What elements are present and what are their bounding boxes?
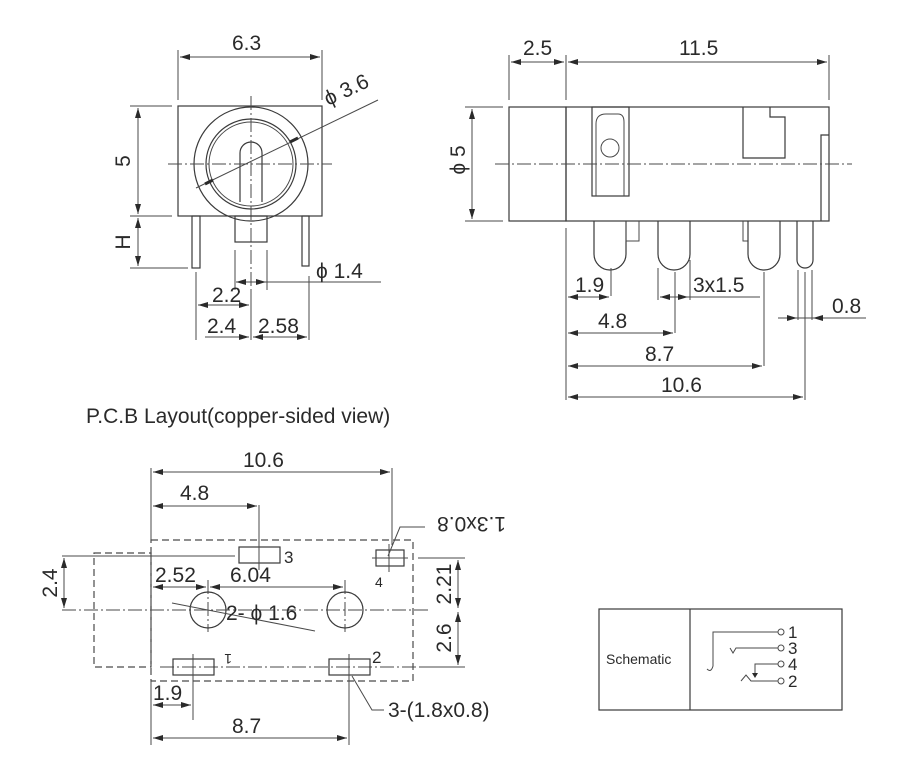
hole-spacing-label: 6.04: [230, 564, 271, 587]
h-dim-label: H: [112, 234, 135, 249]
schematic-box: Schematic 1 3 4 2: [598, 608, 843, 711]
overall-width-label: 10.6: [243, 449, 284, 472]
side-view: 2.5 11.5 ϕ 5 1.9 3x1.5 4.8 8.7: [447, 37, 866, 400]
diameter-label: ϕ 5: [447, 145, 470, 174]
pad2-offset-label: 8.7: [232, 715, 261, 738]
schematic-pin-4: 4: [788, 655, 797, 674]
hole-offset-label: 2.52: [155, 564, 196, 587]
schematic-pin-2: 2: [788, 672, 797, 691]
upper-vertical-label: 2.21: [433, 564, 456, 605]
pads-size-label: 3-(1.8x0.8): [388, 699, 490, 722]
schematic-pin-1: 1: [788, 623, 797, 642]
front-height-label: 5: [112, 155, 135, 167]
pad-2-label: 2: [372, 648, 381, 667]
pin-spacing-b-label: 2.4: [207, 315, 237, 338]
pad-4-label: 4: [375, 574, 383, 590]
pin-spacing-c-label: 2.58: [258, 315, 299, 338]
pin-offset-4-label: 10.6: [661, 374, 702, 397]
body-length-label: 11.5: [679, 37, 718, 60]
pcb-layout: P.C.B Layout(copper-sided view) 2- ϕ 1.6…: [39, 405, 506, 745]
front-width-label: 6.3: [232, 32, 261, 55]
front-view: ϕ 3.6 6.3 5 H ϕ 1.4 2.2 2.4 2.58: [112, 32, 381, 340]
pin-offset-2-label: 4.8: [598, 310, 627, 333]
pcb-layout-title: P.C.B Layout(copper-sided view): [86, 405, 390, 428]
pad-1-label: 1: [224, 651, 232, 667]
left-offset-label: 2.4: [39, 568, 62, 598]
pin-width-label: 3x1.5: [693, 274, 744, 297]
pad1-offset-label: 1.9: [153, 682, 182, 705]
schematic-label: Schematic: [606, 651, 671, 667]
pin-offset-3-label: 8.7: [645, 343, 674, 366]
pad-3-label: 3: [284, 548, 293, 567]
pad4-size-label: 1.3x0.8: [437, 512, 506, 535]
schematic-pin-3: 3: [788, 639, 797, 658]
pin-offset-1-label: 1.9: [575, 274, 604, 297]
holes-label: 2- ϕ 1.6: [226, 602, 297, 625]
bore-diameter-label: ϕ 3.6: [320, 70, 372, 111]
pad3-offset-label: 4.8: [180, 482, 209, 505]
last-pin-width-label: 0.8: [832, 295, 861, 318]
pin-diameter-label: ϕ 1.4: [316, 260, 363, 283]
pin-spacing-a-label: 2.2: [212, 284, 241, 307]
nose-length-label: 2.5: [523, 37, 552, 60]
lower-vertical-label: 2.6: [433, 623, 456, 652]
